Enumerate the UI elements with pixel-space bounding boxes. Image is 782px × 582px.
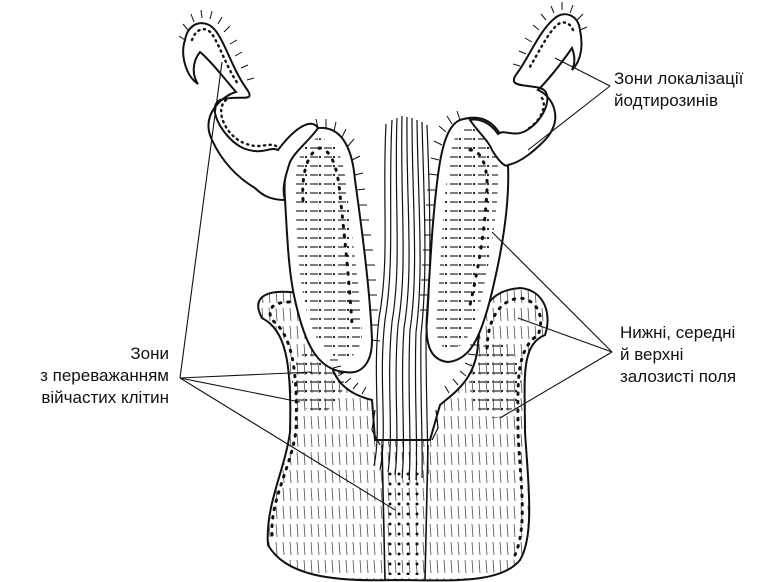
right-wavy-epithelium bbox=[470, 2, 587, 166]
central-fiber-bundle bbox=[372, 116, 438, 480]
label-line: йодтирозинів bbox=[614, 90, 743, 112]
label-line: Зони локалізації bbox=[614, 68, 743, 90]
label-line: з переважанням bbox=[40, 365, 169, 387]
label-line: війчастих клітин bbox=[40, 387, 169, 409]
label-line: й верхні bbox=[620, 344, 736, 366]
label-iodotyrosine-zones: Зони локалізації йодтирозинів bbox=[614, 68, 743, 112]
label-glandular-fields: Нижні, середні й верхні залозисті поля bbox=[620, 322, 736, 388]
label-ciliated-zones: Зони з переважанням війчастих клітин bbox=[40, 343, 169, 409]
label-line: Зони bbox=[40, 343, 169, 365]
label-line: залозисті поля bbox=[620, 366, 736, 388]
label-line: Нижні, середні bbox=[620, 322, 736, 344]
